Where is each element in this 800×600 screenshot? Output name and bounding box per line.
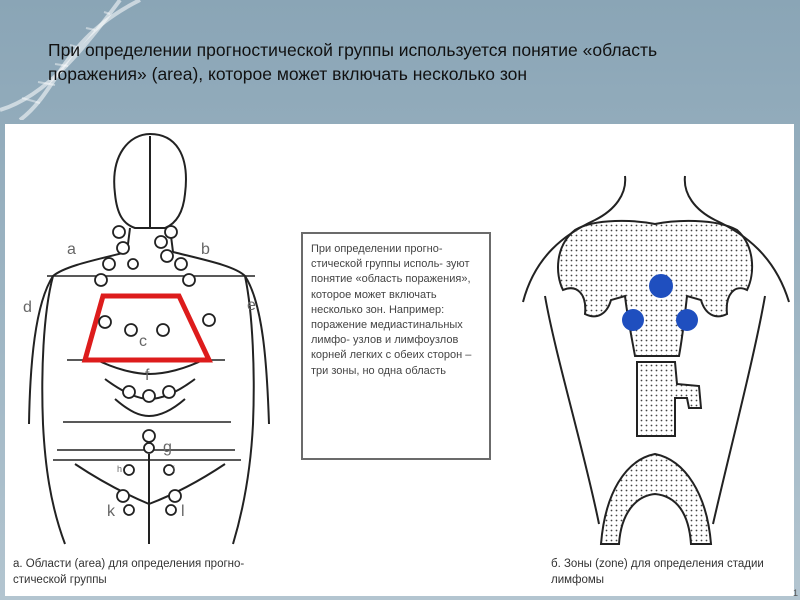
area-label-i: i [173,464,175,474]
zone-dot-mediastinum [649,274,673,298]
area-label-k: k [107,503,116,520]
page-number: 1 [793,588,798,598]
area-label-b: b [201,241,210,258]
area-label-f: f [145,367,150,384]
area-label-d: d [23,299,32,316]
slide-title: При определении прогностической группы и… [48,38,748,86]
area-body-diagram: a b c d e f g h i k l [5,124,305,554]
explanation-box: При определении прогно- стической группы… [301,232,491,460]
area-label-h: h [117,464,122,474]
area-label-l: l [181,503,185,520]
area-label-e: e [247,297,256,314]
caption-zones: б. Зоны (zone) для определения стадии ли… [551,556,791,588]
zone-body-diagram [515,124,794,554]
area-label-c: c [139,333,147,350]
zone-dot-right-hilum [676,309,698,331]
area-label-g: g [163,439,172,456]
figure-panel: a b c d e f g h i k l При определении пр… [5,124,794,596]
zone-dot-left-hilum [622,309,644,331]
caption-areas: а. Области (area) для определения прогно… [13,556,283,588]
area-label-a: a [67,241,76,258]
